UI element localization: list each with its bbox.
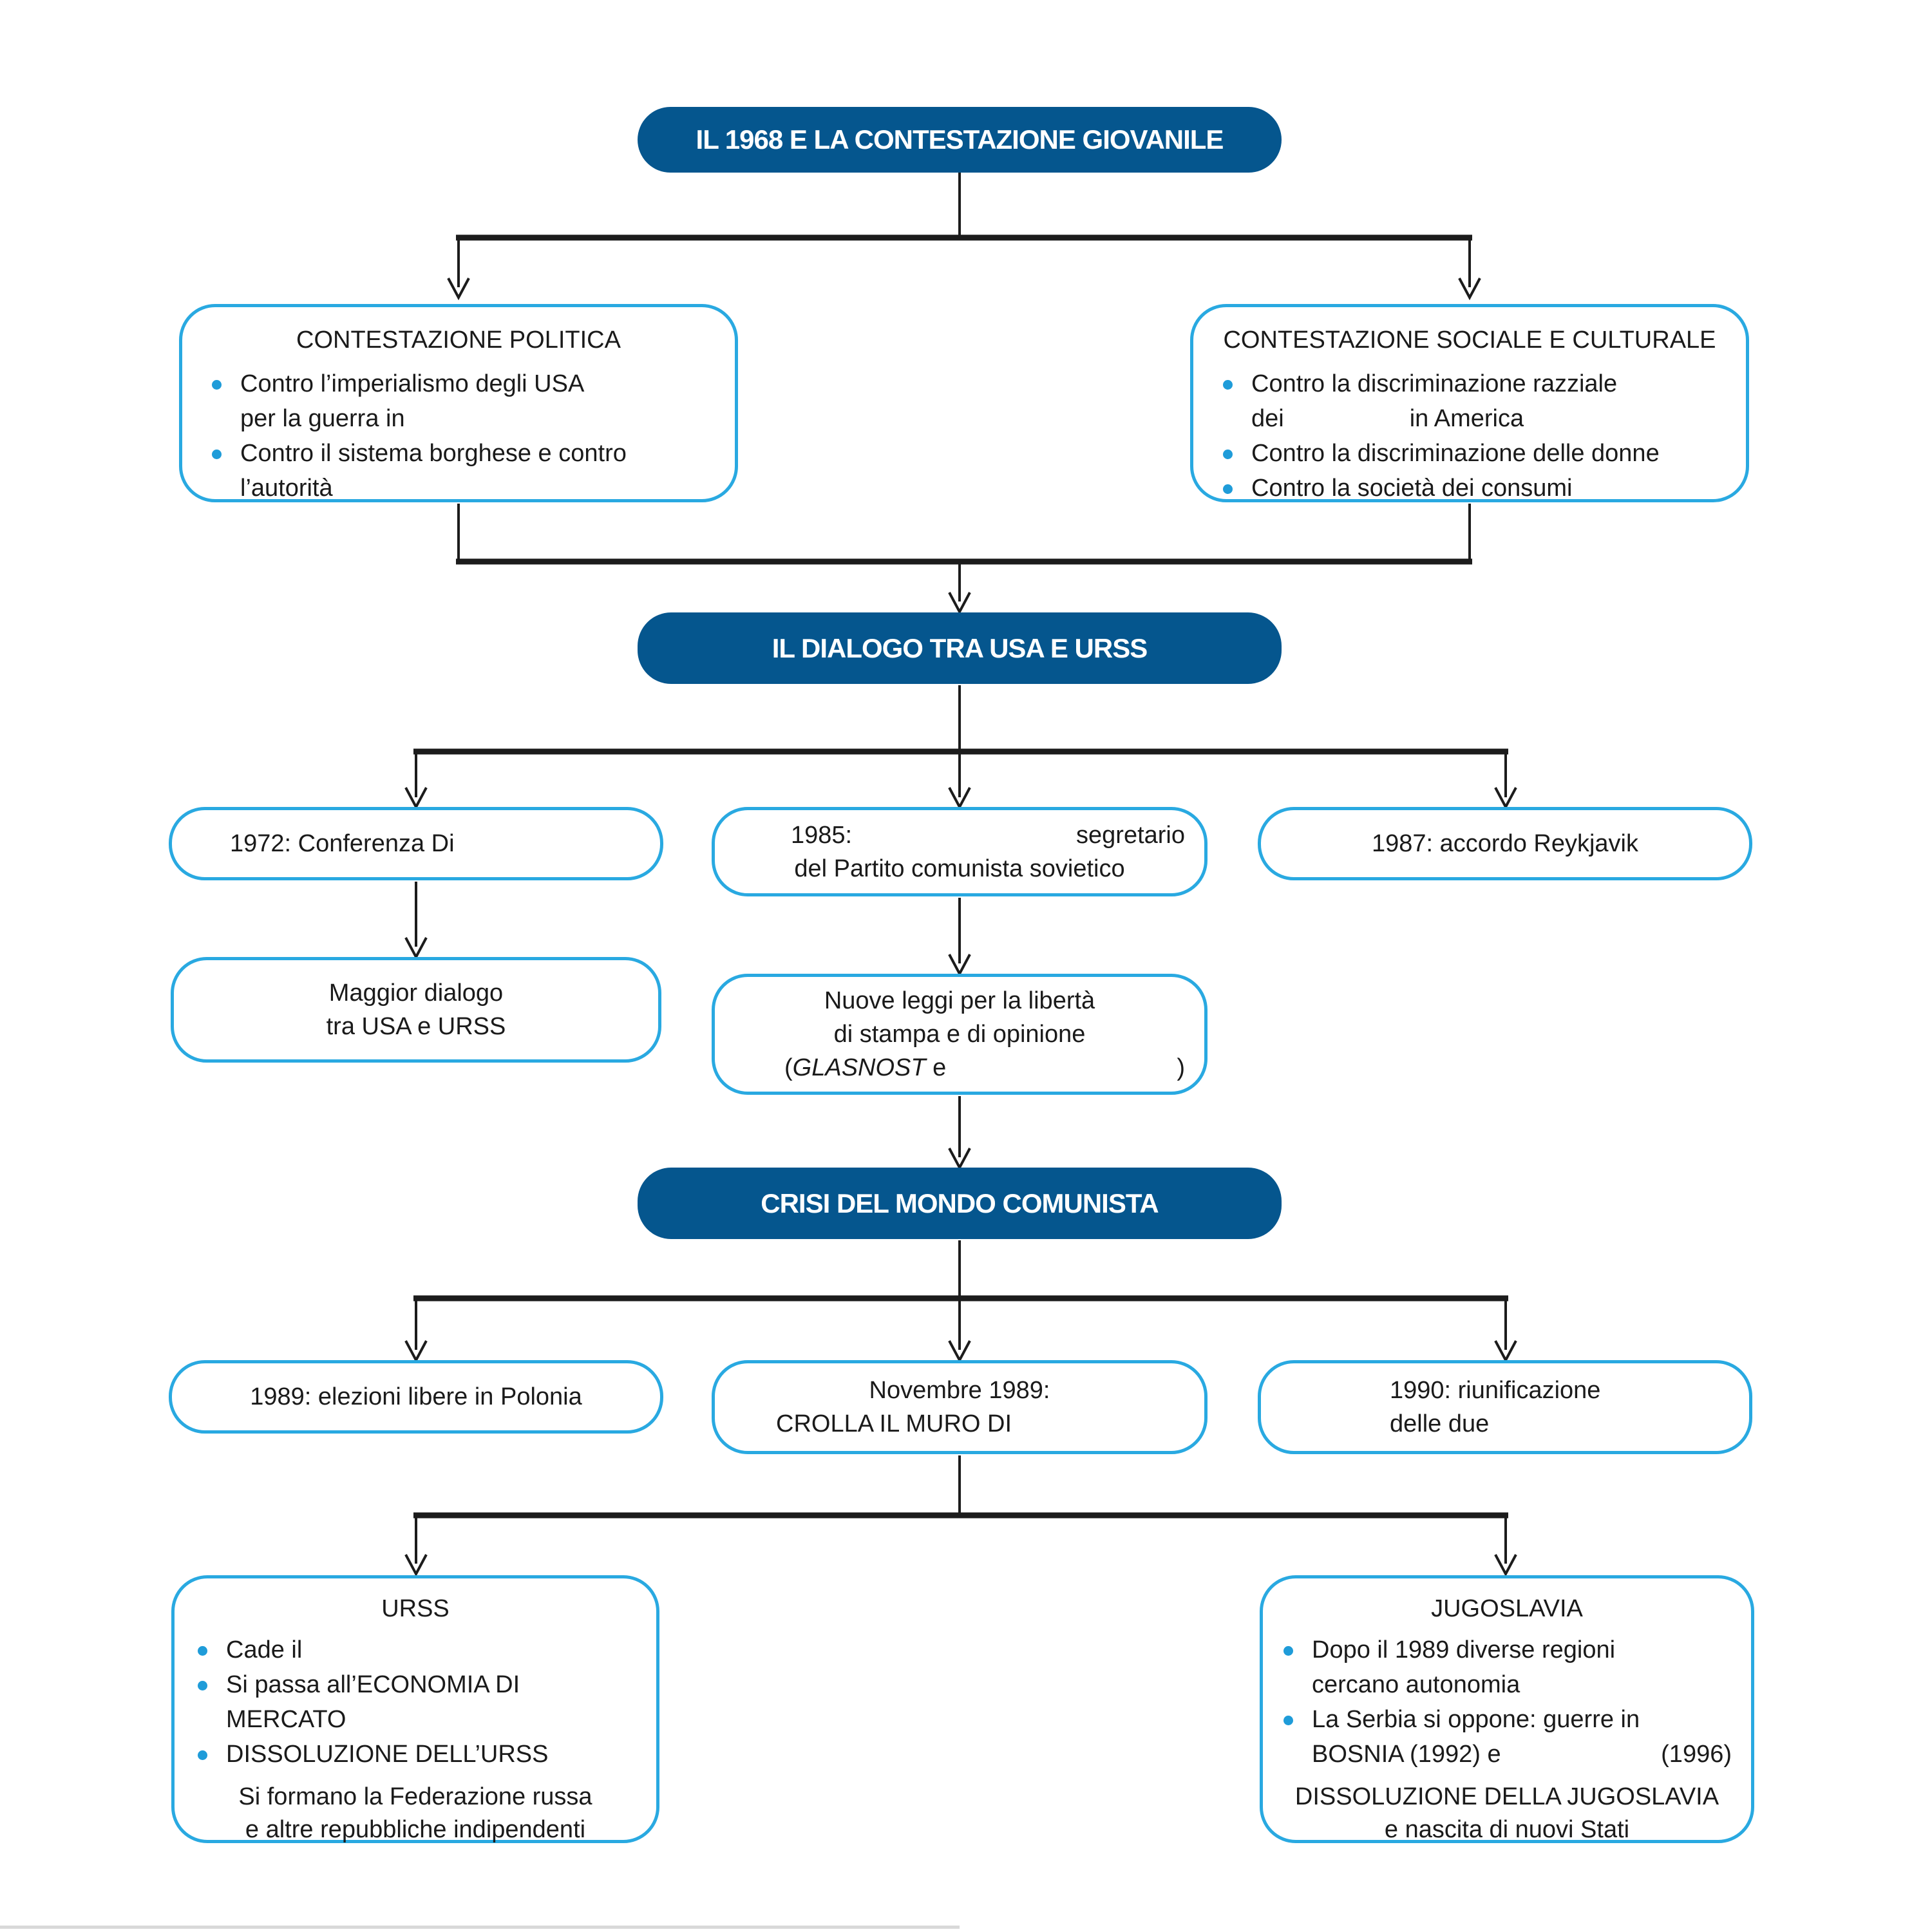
page-edge-line [0,1926,960,1929]
bullet-line: Contro l’imperialismo degli USA [240,370,585,397]
box-1972-conferenza: 1972: Conferenza Di [169,807,663,880]
box-text: 1987: accordo Reykjavik [1372,830,1638,857]
arrow-head-icon [404,1554,428,1577]
bullet-line: cercano autonomia [1312,1671,1520,1698]
box-muro-berlino: Novembre 1989: CROLLA IL MURO DI [712,1360,1208,1454]
bullet-item: Cade il [196,1633,634,1667]
paren-close: ) [1177,1054,1185,1081]
bullet-line: Dopo il 1989 diverse regioni [1312,1636,1616,1663]
footer-line: Si formano la Federazione russa [238,1783,592,1810]
bullet-line: Contro la discriminazione razziale [1251,370,1618,397]
bullet-line: dei in America [1251,401,1718,436]
bullet-line: Contro il sistema borghese e contro [240,440,627,467]
bullet-item: DISSOLUZIONE DELL’URSS [196,1737,634,1772]
glasnost-italic: GLASNOST [792,1054,926,1081]
paren-open: ( [784,1054,793,1081]
box-jugoslavia: JUGOSLAVIA Dopo il 1989 diverse regioni … [1260,1575,1754,1843]
box-line: delle due [1390,1410,1490,1437]
arrow-head-icon [948,592,971,615]
footer-line: DISSOLUZIONE DELLA JUGOSLAVIA [1294,1783,1719,1810]
box-text: 1989: elezioni libere in Polonia [250,1383,582,1410]
box-line: 1985: segretario [715,819,1204,852]
box-line: Nuove leggi per la libertà [824,987,1095,1014]
text-after-blank: segretario [1076,821,1185,849]
bullet-list: Dopo il 1989 diverse regioni cercano aut… [1282,1633,1732,1772]
bullet-line: Contro la società dei consumi [1251,475,1573,502]
box-line: CROLLA IL MURO DI [776,1410,1012,1437]
bullet-item: Contro la discriminazione delle donne [1222,436,1718,471]
bullet-item: Si passa all’ECONOMIA DI MERCATO [196,1667,634,1737]
box-footer-note: Si formano la Federazione russa e altre … [196,1781,634,1846]
footer-line: e nascita di nuovi Stati [1384,1816,1630,1843]
bullet-list: Cade il Si passa all’ECONOMIA DI MERCATO… [196,1633,634,1772]
bullet-list: Contro l’imperialismo degli USA per la g… [211,366,706,506]
bullet-line: BOSNIA (1992) e (1996) [1312,1737,1732,1772]
header-crisi-mondo-comunista: CRISI DEL MONDO COMUNISTA [638,1168,1282,1239]
box-line: Maggior dialogo [328,980,504,1007]
box-1989-polonia: 1989: elezioni libere in Polonia [169,1360,663,1434]
bullet-list: Contro la discriminazione razziale dei in… [1222,366,1718,506]
bullet-line: La Serbia si oppone: guerre in [1312,1706,1640,1733]
arrow-head-icon [1458,278,1481,301]
bullet-line: l’autorità [240,475,333,502]
bullet-line: Contro la discriminazione delle donne [1251,440,1660,467]
bullet-line: DISSOLUZIONE DELL’URSS [226,1741,549,1768]
box-1987-reykjavik: 1987: accordo Reykjavik [1258,807,1752,880]
box-title: CONTESTAZIONE POLITICA [296,327,621,354]
box-contestazione-sociale: CONTESTAZIONE SOCIALE E CULTURALE Contro… [1190,304,1749,502]
glasnost-segment: (GLASNOST e [784,1051,946,1084]
box-line: di stampa e di opinione [833,1021,1086,1048]
bullet-item: Contro l’imperialismo degli USA per la g… [211,366,706,436]
box-text: 1972: Conferenza Di [230,830,455,857]
text-after-blank: in America [1409,405,1524,432]
box-line: (GLASNOST e ) [715,1051,1204,1084]
box-footer-note: DISSOLUZIONE DELLA JUGOSLAVIA e nascita … [1282,1781,1732,1846]
bullet-line: MERCATO [226,1706,346,1733]
box-maggior-dialogo: Maggior dialogo tra USA e URSS [171,957,661,1063]
text-before-blank: 1985: [791,821,853,849]
bullet-item: Contro la società dei consumi [1222,471,1718,506]
box-line: del Partito comunista sovietico [794,855,1125,882]
box-1990-riunificazione: 1990: riunificazione delle due [1258,1360,1752,1454]
bullet-item: Contro la discriminazione razziale dei in… [1222,366,1718,436]
arrow-head-icon [1494,1554,1517,1577]
header-1968-contestazione: IL 1968 E LA CONTESTAZIONE GIOVANILE [638,107,1282,173]
bullet-line: Si passa all’ECONOMIA DI [226,1671,520,1698]
text-after-blank: (1996) [1661,1741,1732,1768]
text-before-blank: e [925,1054,947,1081]
box-title: CONTESTAZIONE SOCIALE E CULTURALE [1223,327,1716,354]
box-nuove-leggi: Nuove leggi per la libertà di stampa e d… [712,974,1208,1095]
box-title: URSS [381,1595,450,1622]
bullet-item: Dopo il 1989 diverse regioni cercano aut… [1282,1633,1732,1702]
box-1985-segretario: 1985: segretario del Partito comunista so… [712,807,1208,896]
bullet-item: La Serbia si oppone: guerre in BOSNIA (1… [1282,1702,1732,1772]
arrow-head-icon [447,278,470,301]
box-urss: URSS Cade il Si passa all’ECONOMIA DI ME… [171,1575,659,1843]
box-line: Novembre 1989: [869,1377,1050,1404]
text-before-blank: dei [1251,405,1284,432]
header-dialogo-usa-urss: IL DIALOGO TRA USA E URSS [638,612,1282,684]
bullet-item: Contro il sistema borghese e contro l’au… [211,436,706,506]
bullet-line: per la guerra in [240,405,405,432]
bullet-line: Cade il [226,1636,303,1663]
box-line: 1990: riunificazione [1390,1377,1601,1404]
footer-line: e altre repubbliche indipendenti [245,1816,586,1843]
box-title: JUGOSLAVIA [1431,1595,1583,1622]
box-line: tra USA e URSS [326,1013,506,1040]
text-before-blank: BOSNIA (1992) e [1312,1741,1501,1768]
box-contestazione-politica: CONTESTAZIONE POLITICA Contro l’imperial… [179,304,738,502]
